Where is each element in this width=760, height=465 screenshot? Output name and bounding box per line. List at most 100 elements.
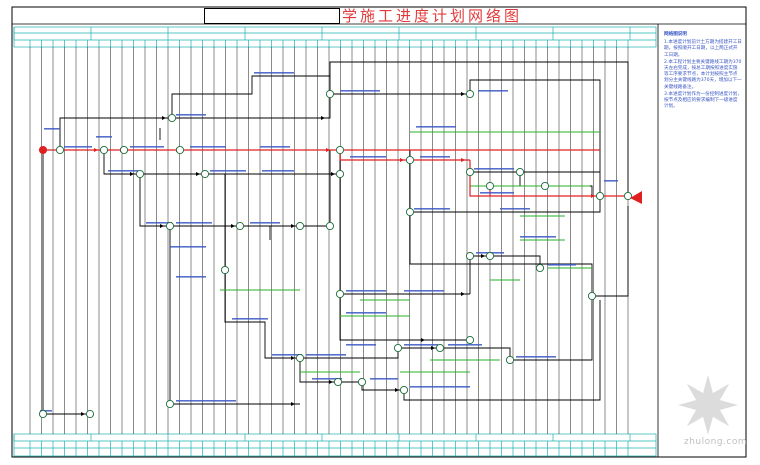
activity-line — [469, 255, 490, 294]
activity-label-stub — [346, 290, 386, 292]
activity-label-stub — [190, 146, 226, 148]
activity-label-stub — [548, 264, 576, 266]
event-node — [587, 291, 597, 301]
event-node — [335, 289, 345, 299]
legend-line-2: 2.本工程计划主要关键路线工期为370天左右完成，按总工期按照进度实施等工序要求… — [664, 59, 742, 90]
event-node — [515, 167, 525, 177]
legend-line-3: 3.本进度计划作为一份控制进度计划，按节点及相应的要求编制下一级进度计划。 — [664, 91, 742, 110]
event-node — [99, 145, 109, 155]
activity-line — [59, 117, 172, 150]
activity-label-stub — [176, 400, 236, 402]
activity-label-stub — [370, 378, 398, 380]
activity-label-stub — [108, 170, 138, 172]
arrow-head — [81, 412, 85, 416]
activity-label-stub — [410, 386, 470, 388]
arrow-head — [291, 402, 295, 406]
activity-label-stub — [44, 128, 60, 130]
activity-labels — [40, 72, 618, 412]
critical-line — [339, 150, 470, 161]
activity-label-stub — [478, 90, 508, 92]
event-node — [595, 191, 605, 201]
activity-arrows — [42, 61, 629, 416]
activity-label-stub — [130, 146, 164, 148]
activity-label-stub — [146, 222, 172, 224]
watermark-text: zhulong.com — [684, 437, 748, 447]
event-node — [175, 145, 185, 155]
activity-line — [410, 196, 601, 213]
legend-heading: 网络图说明 — [664, 32, 687, 37]
legend-notes: 网络图说明 1.本进度计划前计土方期为搭建开工日期，按照顺开工日期，以上两正式开… — [664, 32, 742, 111]
event-node — [165, 399, 175, 409]
activity-label-stub — [414, 208, 450, 210]
activity-label-stub — [306, 354, 346, 356]
event-node — [167, 113, 177, 123]
event-node — [399, 385, 409, 395]
activity-line — [403, 300, 601, 401]
event-node — [295, 353, 305, 363]
event-node — [135, 169, 145, 179]
event-node — [235, 221, 245, 231]
activity-label-stub — [520, 236, 556, 238]
event-node — [333, 377, 343, 387]
event-node — [295, 221, 305, 231]
event-node — [200, 169, 210, 179]
event-nodes — [38, 89, 633, 419]
activity-label-stub — [416, 126, 456, 128]
arrow-head — [162, 116, 166, 120]
event-node — [405, 207, 415, 217]
arrow-head — [321, 116, 325, 120]
activity-label-stub — [340, 90, 380, 92]
activity-label-stub — [346, 312, 386, 314]
activity-line — [592, 206, 629, 297]
event-node — [325, 89, 335, 99]
arrow-head — [291, 224, 295, 228]
title-blank-box — [204, 8, 340, 24]
activity-label-stub — [170, 246, 206, 248]
activity-line — [440, 300, 593, 361]
activity-label-stub — [250, 222, 280, 224]
activity-line — [300, 150, 331, 227]
activity-label-stub — [262, 170, 294, 172]
arrow-head — [591, 194, 595, 198]
activity-label-stub — [420, 156, 450, 158]
event-node — [405, 155, 415, 165]
arrow-head — [196, 172, 200, 176]
activity-line — [172, 94, 331, 119]
page-title: 学施工进度计划网络图 — [342, 7, 523, 25]
event-node — [485, 251, 495, 261]
arrow-head — [481, 254, 485, 258]
activity-label-stub — [176, 222, 212, 224]
activity-label-stub — [604, 180, 618, 182]
event-node — [357, 377, 367, 387]
event-node — [465, 335, 475, 345]
activity-line — [490, 255, 541, 268]
event-node — [335, 169, 345, 179]
event-node — [505, 355, 515, 365]
activity-line — [409, 212, 593, 296]
activity-line — [469, 79, 601, 196]
arrow-head — [461, 92, 465, 96]
arrow-head — [231, 224, 235, 228]
event-node — [485, 181, 495, 191]
activity-line — [169, 226, 300, 405]
activity-line — [103, 150, 140, 175]
event-node — [540, 181, 550, 191]
activity-line — [329, 61, 629, 196]
arrow-head — [291, 356, 295, 360]
activity-label-stub — [272, 354, 302, 356]
activity-label-stub — [404, 290, 444, 292]
activity-label-stub — [176, 276, 206, 278]
arrow-head — [400, 158, 404, 162]
activity-label-stub — [210, 170, 246, 172]
zhulong-logo-icon — [678, 375, 738, 435]
arrow-head — [461, 158, 465, 162]
event-node — [165, 221, 175, 231]
activity-label-stub — [346, 344, 376, 346]
arrow-head — [329, 380, 333, 384]
activity-label-stub — [176, 114, 206, 116]
event-node — [220, 265, 230, 275]
event-node — [623, 191, 633, 201]
arrow-head — [326, 148, 330, 152]
activity-line — [205, 173, 300, 359]
